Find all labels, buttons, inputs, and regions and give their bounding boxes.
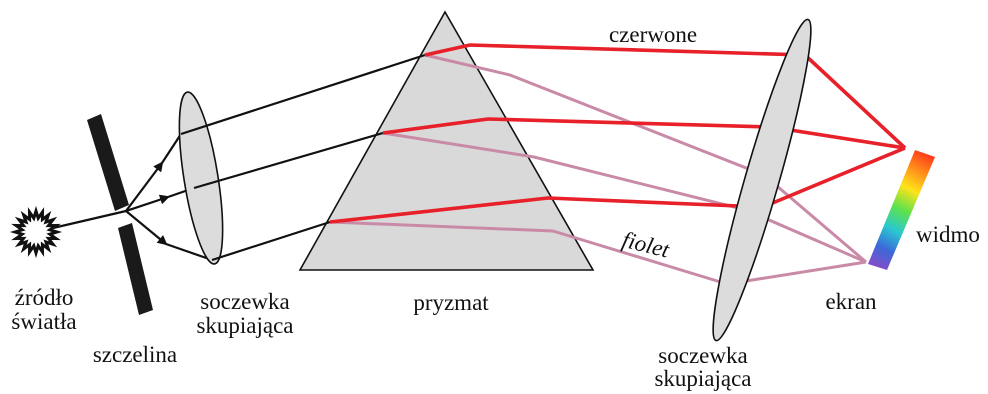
- ray-to-lens-top: [161, 133, 182, 164]
- violet-ray-mid: [382, 131, 867, 264]
- light-source-icon: [9, 205, 63, 259]
- ray-arrow-mid: [125, 194, 170, 213]
- slit-upper: [87, 114, 129, 211]
- slit-label: szczelina: [93, 342, 177, 367]
- lens2-label-line2: skupiająca: [654, 366, 751, 391]
- violet-label: fiolet: [620, 227, 673, 263]
- spectrum-label: widmo: [916, 222, 980, 247]
- white-ray-mid: [193, 131, 384, 190]
- incident-ray: [52, 209, 127, 230]
- prism-label: pryzmat: [413, 290, 489, 315]
- prism: [298, 10, 595, 271]
- ray-arrow-down: [125, 210, 168, 246]
- red-ray-mid: [382, 117, 906, 150]
- source-label-line2: światła: [11, 309, 76, 334]
- ray-arrow-up: [125, 161, 164, 212]
- lens1-label-line2: skupiająca: [196, 313, 293, 338]
- second-lens: [712, 18, 812, 342]
- source-label-line1: źródło: [15, 285, 74, 310]
- red-ray-bottom: [329, 146, 906, 224]
- lens2-label-line1: soczewka: [658, 343, 747, 368]
- white-ray-top: [180, 53, 426, 136]
- slit-lower: [118, 223, 153, 315]
- ray-to-lens-bottom: [165, 242, 213, 262]
- first-lens: [178, 91, 224, 265]
- screen-label: ekran: [825, 289, 877, 314]
- violet-ray-bottom: [329, 220, 867, 286]
- spectrum-screen: [868, 150, 935, 270]
- red-rays: [329, 43, 907, 224]
- red-label: czerwone: [609, 22, 697, 47]
- red-ray-top: [424, 43, 907, 150]
- lens1-label-line1: soczewka: [200, 289, 289, 314]
- white-ray-bottom: [211, 220, 331, 262]
